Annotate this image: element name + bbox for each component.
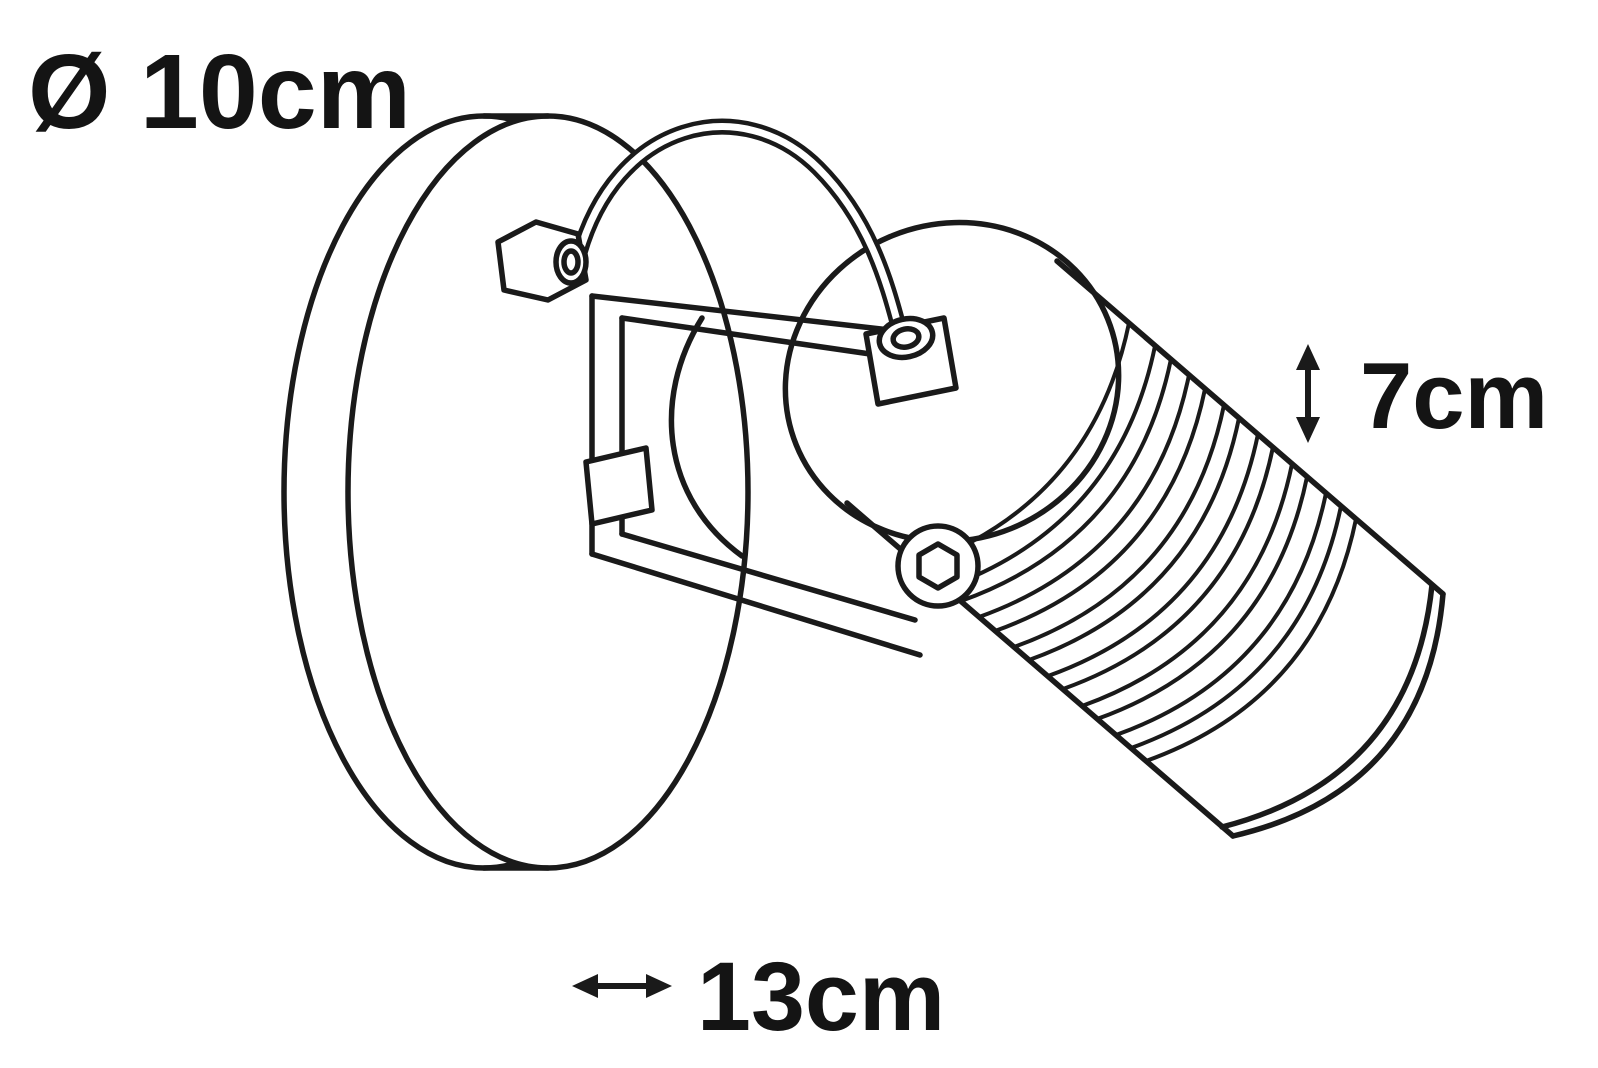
horizontal-arrow-head-right <box>646 974 672 998</box>
lamp-cable-gland <box>863 315 959 407</box>
cable-core <box>574 123 904 336</box>
up-down-arrow-icon <box>1296 344 1320 443</box>
cooling-fin <box>1080 462 1294 708</box>
plate-cable-gland <box>495 219 589 303</box>
lamp-end-rim-outer <box>1230 591 1446 839</box>
cooling-fin <box>943 344 1157 590</box>
cooling-fin <box>1061 445 1275 691</box>
diameter-label: Ø 10cm <box>28 33 411 151</box>
cooling-fin <box>959 357 1173 603</box>
cooling-fin <box>1012 403 1226 649</box>
bracket-top-arm-inner <box>619 315 887 359</box>
cooling-fin <box>977 373 1191 619</box>
cooling-fin <box>1095 475 1309 721</box>
plate-gland-bore <box>553 238 589 286</box>
cooling-fin <box>993 387 1207 633</box>
plate-gland-bore-inner <box>561 248 581 276</box>
cooling-fin <box>1129 504 1343 750</box>
cooling-fin <box>1114 491 1328 737</box>
pivot-bolt-hex-socket <box>916 541 960 591</box>
pivot-bolt-head <box>895 523 981 609</box>
cooling-fin <box>1027 416 1241 662</box>
lamp-body-top-edge <box>1054 258 1446 597</box>
mounting-bracket <box>583 293 745 559</box>
lamp-gland-nut <box>876 315 936 361</box>
lamp-end-rim-inner <box>1219 582 1435 830</box>
vertical-arrow-head-up <box>1296 344 1320 370</box>
bracket-bottom-arm-inner <box>619 531 918 623</box>
left-right-arrow-icon <box>572 974 672 998</box>
cooling-fin <box>1046 432 1260 678</box>
bracket-interior-edge <box>668 315 745 559</box>
width-label: 13cm <box>697 942 945 1051</box>
height-label: 7cm <box>1360 343 1548 448</box>
vertical-arrow-head-down <box>1296 417 1320 443</box>
adjustment-tab <box>583 445 655 527</box>
horizontal-arrow-head-left <box>572 974 598 998</box>
bracket-bottom-arm-outer <box>589 551 923 658</box>
power-cable <box>570 118 908 340</box>
pivot-bolt <box>895 523 981 609</box>
mounting-plate <box>281 113 751 871</box>
cooling-fin <box>1144 517 1358 763</box>
cooling-fins <box>943 344 1358 763</box>
lamp-gland-bore <box>890 326 922 350</box>
bracket-top-arm-outer <box>589 293 893 333</box>
